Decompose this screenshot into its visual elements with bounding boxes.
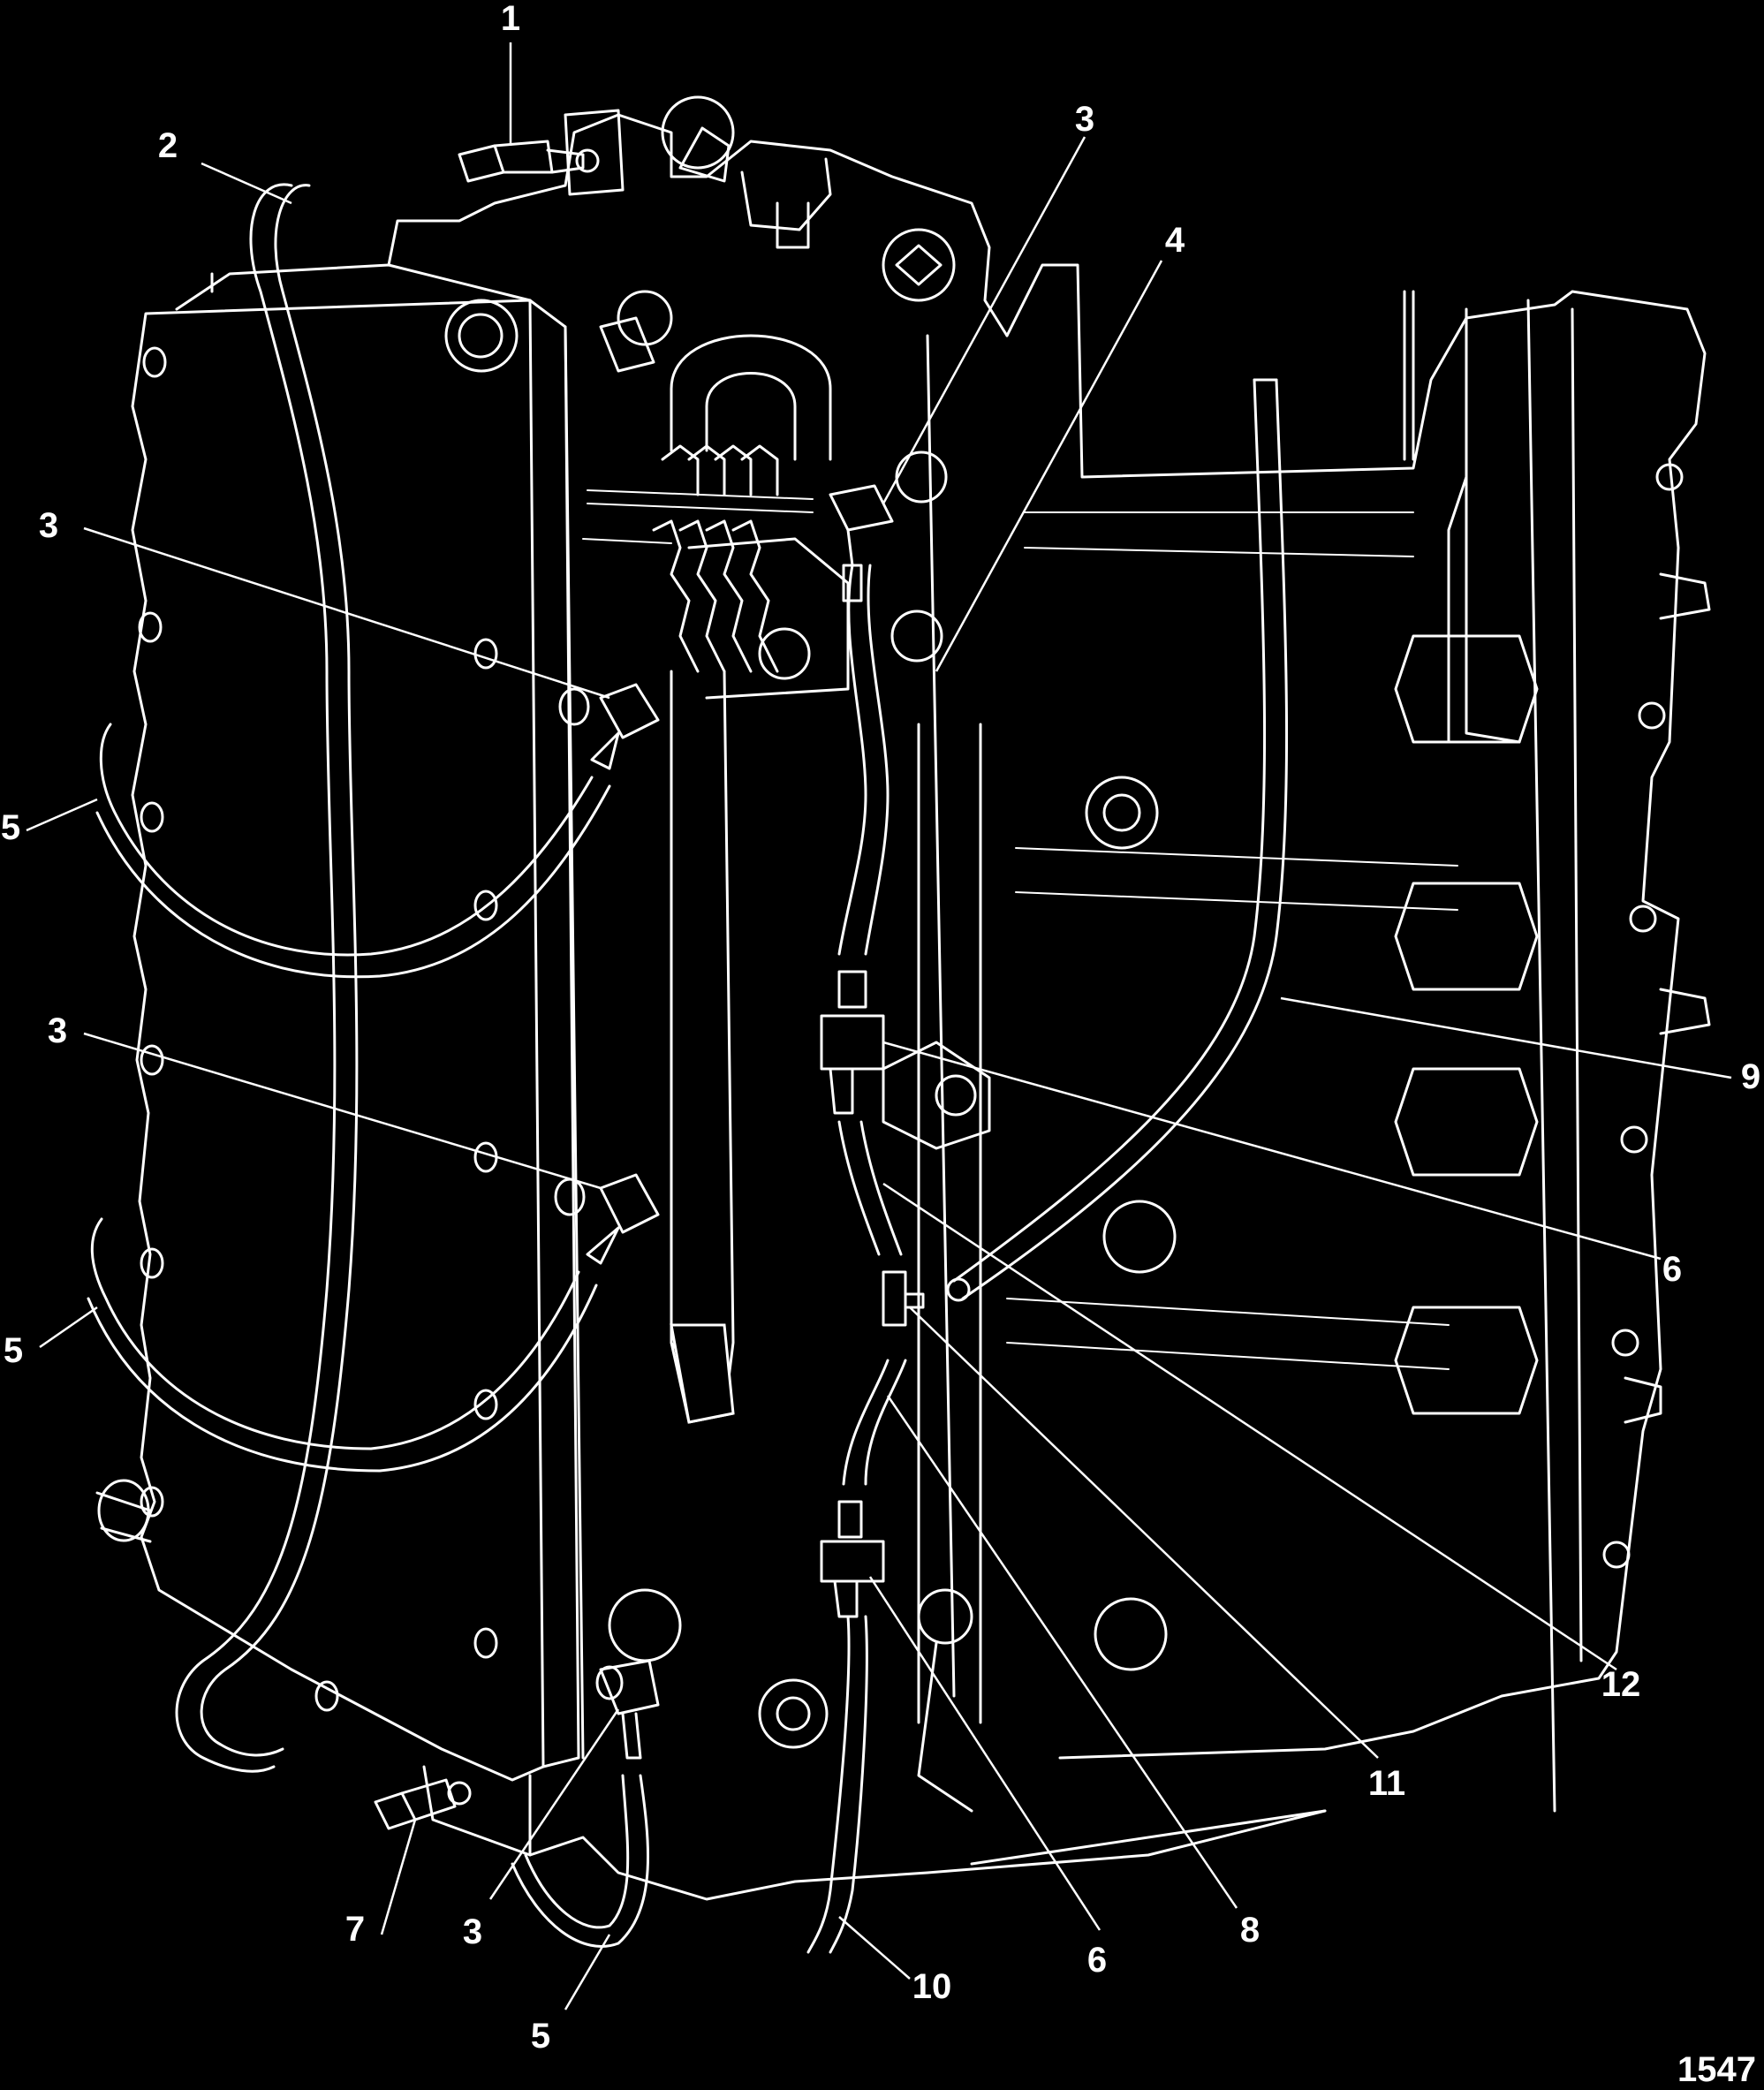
figure-number: 1547 (1677, 2050, 1756, 2089)
callout-5-middle: 5 (4, 1331, 23, 1370)
elbow-fitting-3-bottom (595, 1659, 660, 1760)
callout-5-upper: 5 (1, 808, 20, 847)
elbow-fitting-3-left-upper (558, 683, 660, 770)
engine-block-drawing (95, 95, 1711, 1901)
elbow-fitting-3-left-lower (554, 1173, 660, 1265)
callout-7: 7 (345, 1910, 365, 1949)
hose-2 (175, 183, 337, 1773)
callout-3-left-lower: 3 (48, 1011, 67, 1050)
callout-3-left-upper: 3 (39, 506, 58, 545)
tee-fitting-11 (882, 1270, 925, 1327)
callout-8: 8 (1240, 1911, 1260, 1950)
callout-12: 12 (1601, 1665, 1641, 1704)
tee-fitting-6-upper (820, 970, 885, 1115)
callout-4: 4 (1165, 221, 1185, 260)
hose-routing (87, 140, 1289, 1954)
callout-5-bottom: 5 (531, 2017, 550, 2056)
callout-6-bottom: 6 (1087, 1941, 1107, 1980)
leader-lines (26, 42, 1732, 2010)
tee-fitting-6-lower (820, 1500, 885, 1618)
elbow-fitting-3-top (829, 484, 894, 602)
callout-11: 11 (1368, 1764, 1405, 1803)
callout-2: 2 (158, 126, 178, 165)
callout-10: 10 (912, 1967, 952, 2006)
callout-9: 9 (1741, 1057, 1760, 1096)
callout-3-top: 3 (1075, 100, 1094, 139)
fitting-1 (458, 140, 600, 183)
callout-6-right: 6 (1662, 1250, 1682, 1289)
callout-3-bottom: 3 (463, 1912, 482, 1951)
callout-1: 1 (501, 0, 520, 38)
fitting-7 (374, 1778, 472, 1830)
